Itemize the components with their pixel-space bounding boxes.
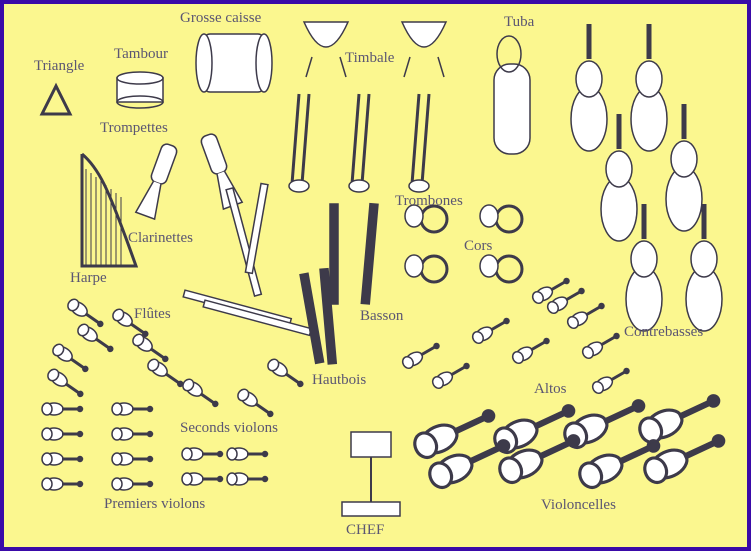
violin-icon bbox=[67, 298, 104, 328]
violin-icon bbox=[41, 427, 84, 441]
label-flutes: Flûtes bbox=[134, 306, 171, 322]
cor-icon bbox=[479, 204, 524, 234]
label-tambour: Tambour bbox=[114, 46, 168, 62]
violin-icon bbox=[226, 472, 269, 486]
clarinette-icon bbox=[202, 299, 313, 337]
violin-icon bbox=[111, 452, 154, 466]
basson-icon bbox=[299, 272, 325, 365]
tuba-icon bbox=[493, 35, 531, 155]
label-hautbois: Hautbois bbox=[312, 372, 367, 388]
trompette-icon bbox=[288, 93, 311, 193]
violin-icon bbox=[111, 402, 154, 416]
label-timbale: Timbale bbox=[345, 50, 395, 66]
label-clarinettes: Clarinettes bbox=[128, 230, 193, 246]
chef-podium-icon bbox=[341, 431, 401, 517]
violin-icon bbox=[112, 308, 149, 338]
violin-icon bbox=[77, 323, 114, 353]
violin-icon bbox=[401, 342, 440, 370]
violin-icon bbox=[41, 402, 84, 416]
timbale-icon bbox=[400, 21, 448, 78]
label-seconds-violons: Seconds violons bbox=[180, 420, 278, 436]
violin-icon bbox=[431, 362, 470, 390]
violin-icon bbox=[267, 358, 304, 388]
label-tuba: Tuba bbox=[504, 14, 535, 30]
violin-icon bbox=[566, 302, 605, 330]
label-grosse-caisse: Grosse caisse bbox=[180, 10, 262, 26]
violoncelle-icon bbox=[643, 434, 726, 485]
basson-icon bbox=[329, 203, 339, 305]
violin-icon bbox=[546, 287, 585, 315]
timbale-icon bbox=[302, 21, 350, 78]
violin-icon bbox=[111, 427, 154, 441]
violin-icon bbox=[581, 332, 620, 360]
label-harpe: Harpe bbox=[70, 270, 107, 286]
label-contrebasses: Contrebasses bbox=[624, 324, 704, 340]
violoncelle-icon bbox=[428, 439, 511, 490]
contrebasse-icon bbox=[630, 24, 668, 152]
contrebasse-icon bbox=[625, 204, 663, 332]
violin-icon bbox=[181, 447, 224, 461]
trompette-icon bbox=[408, 93, 431, 193]
clarinette-icon bbox=[244, 182, 269, 275]
label-cors: Cors bbox=[464, 238, 493, 254]
contrebasse-icon bbox=[570, 24, 608, 152]
label-trompettes: Trompettes bbox=[100, 120, 168, 136]
violin-icon bbox=[182, 378, 219, 408]
grosse-caisse-icon bbox=[195, 33, 273, 93]
trompette-icon bbox=[134, 143, 178, 221]
violin-icon bbox=[111, 477, 154, 491]
label-chef: CHEF bbox=[346, 522, 385, 538]
violin-icon bbox=[147, 358, 184, 388]
contrebasse-icon bbox=[600, 114, 638, 242]
label-premiers-violons: Premiers violons bbox=[104, 496, 206, 512]
violin-icon bbox=[47, 368, 84, 398]
violoncelle-icon bbox=[413, 409, 496, 460]
label-altos: Altos bbox=[534, 381, 567, 397]
basson-icon bbox=[319, 267, 338, 365]
violin-icon bbox=[41, 477, 84, 491]
basson-icon bbox=[360, 202, 379, 305]
label-triangle: Triangle bbox=[34, 58, 85, 74]
violin-icon bbox=[591, 367, 630, 395]
violin-icon bbox=[531, 277, 570, 305]
cor-icon bbox=[479, 254, 524, 284]
violin-icon bbox=[41, 452, 84, 466]
contrebasse-icon bbox=[685, 204, 723, 332]
label-violoncelles: Violoncelles bbox=[541, 497, 616, 513]
violin-icon bbox=[52, 343, 89, 373]
violin-icon bbox=[132, 333, 169, 363]
violin-icon bbox=[181, 472, 224, 486]
violin-icon bbox=[511, 337, 550, 365]
trompette-icon bbox=[348, 93, 371, 193]
label-basson: Basson bbox=[360, 308, 404, 324]
violoncelle-icon bbox=[498, 434, 581, 485]
triangle-icon bbox=[39, 82, 73, 116]
violoncelle-icon bbox=[563, 399, 646, 450]
violoncelle-icon bbox=[578, 439, 661, 490]
instrument-illustrations bbox=[39, 21, 726, 517]
violoncelle-icon bbox=[638, 394, 721, 445]
tambour-icon bbox=[116, 71, 164, 109]
violin-icon bbox=[226, 447, 269, 461]
violin-icon bbox=[237, 388, 274, 418]
cor-icon bbox=[404, 254, 449, 284]
contrebasse-icon bbox=[665, 104, 703, 232]
cor-icon bbox=[404, 204, 449, 234]
harpe-icon bbox=[80, 152, 139, 268]
violin-icon bbox=[471, 317, 510, 345]
label-trombones: Trombones bbox=[395, 193, 463, 209]
